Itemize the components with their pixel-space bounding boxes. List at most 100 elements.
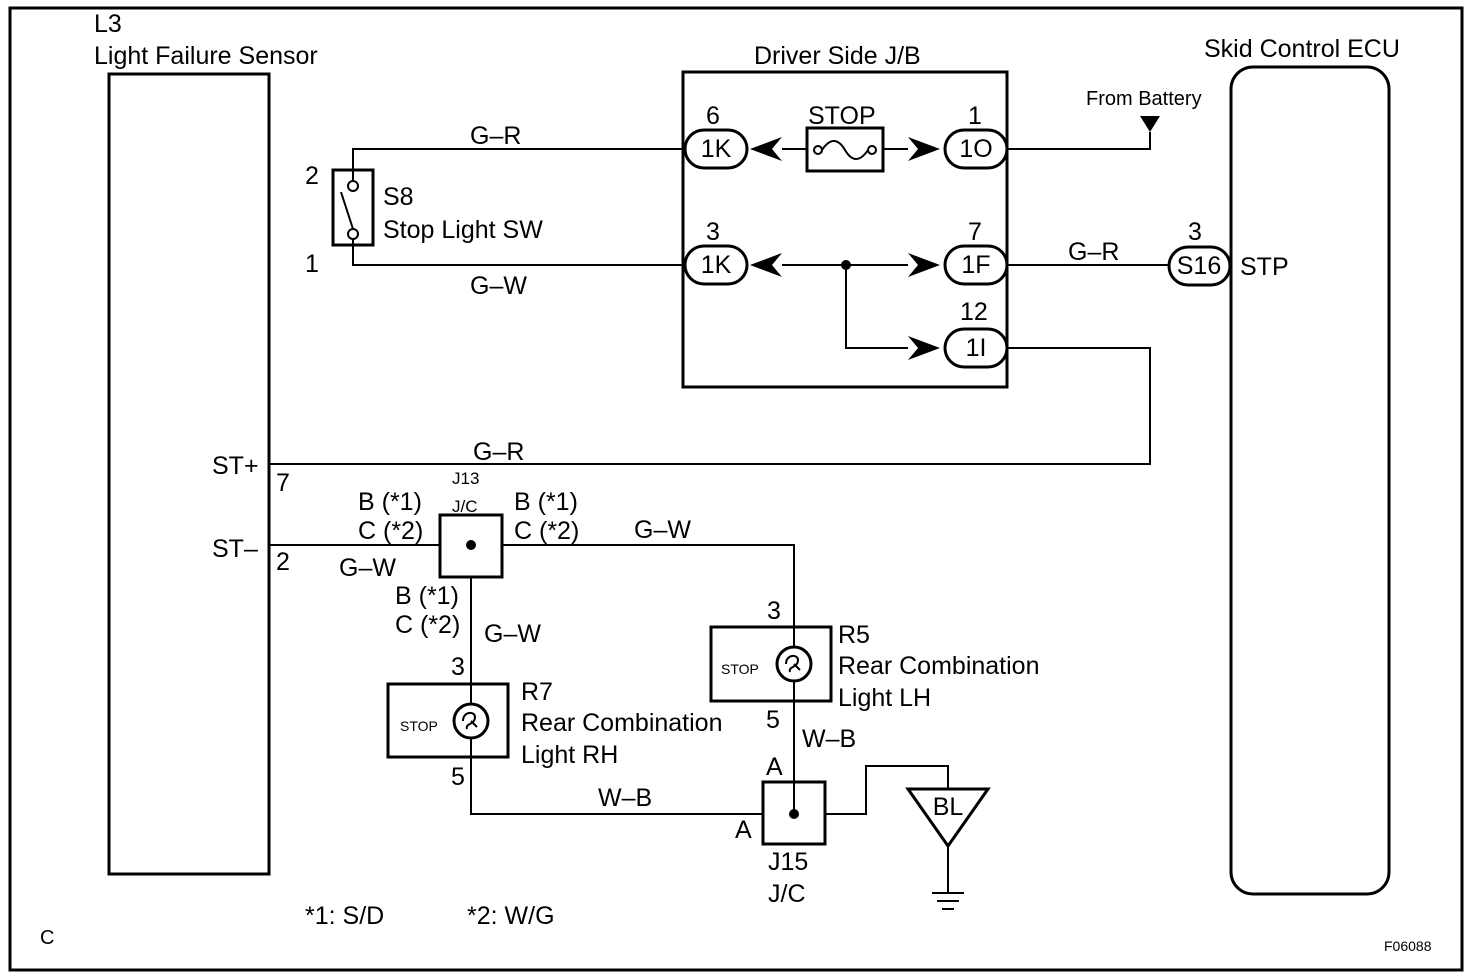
skid-control-ecu: Skid Control ECU S16 3 STP: [1167, 35, 1400, 896]
r5-pin-5: 5: [766, 706, 780, 734]
sensor-pin-st-minus: ST–: [212, 535, 258, 563]
j13-left-b-label: B (*1): [358, 488, 422, 516]
wire-label: G–R: [1068, 238, 1119, 266]
wire-gr-switch-to-jb: [352, 148, 685, 181]
switch-pin-2: 2: [305, 162, 319, 190]
r7-pin-5: 5: [451, 763, 465, 791]
jb-arrow-icon: [750, 137, 782, 161]
light-failure-sensor: L3 Light Failure Sensor ST+ 7 ST– 2: [94, 10, 318, 876]
r7-box: [386, 682, 510, 759]
rear-combination-light-lh: 3 STOP 5 R5 Rear Combination Light LH: [709, 597, 1040, 734]
connector-1o-label: 1O: [959, 135, 992, 163]
wire-gw-switch-to-jb: [352, 239, 685, 266]
wire-gw-j13-to-r5: [502, 544, 795, 648]
jb-title: Driver Side J/B: [754, 42, 921, 70]
connector-s16-label: S16: [1177, 252, 1221, 280]
ground-point-bl: BL: [905, 787, 991, 910]
jb-pin-3: 3: [706, 218, 720, 246]
jb-pin-1: 1: [968, 102, 982, 130]
j15-type: J/C: [768, 880, 806, 908]
wire-to-ground: [825, 765, 949, 815]
fuse-terminal-right: [867, 145, 877, 155]
bulb-filament-icon: [785, 654, 801, 673]
r7-bulb-label: STOP: [400, 718, 438, 734]
j15-junction-connector: A A J15 J/C: [735, 753, 827, 908]
wire-label: G–W: [470, 272, 527, 300]
jb-pin-6: 6: [706, 102, 720, 130]
jb-arrow-icon: [908, 253, 940, 277]
j13-right-b-label: B (*1): [514, 488, 578, 516]
j15-pin-top: A: [766, 753, 783, 781]
corner-letter: C: [40, 927, 54, 949]
r7-name-line2: Light RH: [521, 741, 618, 769]
ecu-pin-3: 3: [1188, 218, 1202, 246]
switch-contact-top: [347, 180, 359, 192]
fuse-terminal-left: [813, 145, 823, 155]
jb-internal-wire: [845, 265, 908, 349]
ecu-pin-stp: STP: [1240, 253, 1289, 281]
connector-1k-upper-label: 1K: [701, 135, 732, 163]
wire-gr-st-plus: [269, 347, 1151, 465]
r5-name-line1: Rear Combination: [838, 652, 1040, 680]
battery-arrow-icon: [1140, 116, 1160, 132]
stop-light-switch: 2 1 S8 Stop Light SW: [305, 162, 543, 278]
switch-code: S8: [383, 183, 414, 211]
r5-name-line2: Light LH: [838, 684, 931, 712]
jb-splice-dot: [841, 260, 851, 270]
r5-pin-3: 3: [767, 597, 781, 625]
jb-arrow-icon: [908, 336, 940, 360]
jb-arrow-icon: [750, 253, 782, 277]
fuse-element-icon: [821, 140, 869, 160]
jb-pin-12: 12: [960, 298, 988, 326]
jb-box: [681, 70, 1009, 389]
ecu-box: [1229, 65, 1391, 896]
footnote-1: *1: S/D: [305, 902, 384, 930]
r7-name-line1: Rear Combination: [521, 709, 723, 737]
footnote-2: *2: W/G: [467, 902, 555, 930]
rear-combination-light-rh: 3 STOP 5 R7 Rear Combination Light RH: [386, 653, 723, 791]
ecu-title: Skid Control ECU: [1204, 35, 1400, 63]
j13-splice-dot: [466, 540, 476, 550]
switch-blade: [340, 191, 354, 230]
switch-pin-1: 1: [305, 250, 319, 278]
diagram-frame: [8, 6, 1464, 972]
wire-label: G–R: [473, 438, 524, 466]
wire-wb-r7-to-j15: [470, 738, 763, 815]
j15-splice-dot: [789, 809, 799, 819]
sensor-name: Light Failure Sensor: [94, 42, 318, 70]
wire-label: G–R: [470, 122, 521, 150]
j13-right-c-label: C (*2): [514, 517, 579, 545]
sensor-code: L3: [94, 10, 122, 38]
wire-label: W–B: [802, 725, 856, 753]
sensor-pin-st-plus: ST+: [212, 452, 259, 480]
j13-bottom-b-label: B (*1): [395, 582, 459, 610]
j15-code: J15: [768, 848, 808, 876]
jb-arrow-icon: [908, 137, 940, 161]
r7-pin-3: 3: [451, 653, 465, 681]
switch-name: Stop Light SW: [383, 216, 543, 244]
wire-label: G–W: [484, 620, 541, 648]
r5-code: R5: [838, 621, 870, 649]
driver-side-junction-block: Driver Side J/B STOP 6 1 3 7 12 1K 1O 1K…: [681, 42, 1009, 389]
switch-contact-bottom: [347, 228, 359, 240]
r5-box: [709, 625, 833, 703]
j13-junction-connector: J13 J/C B (*1) C (*2) B (*1) C (*2) B (*…: [358, 469, 579, 639]
wire-label: G–W: [634, 516, 691, 544]
jb-pin-7: 7: [968, 218, 982, 246]
r5-bulb-label: STOP: [721, 661, 759, 677]
j15-pin-left: A: [735, 816, 752, 844]
j13-type: J/C: [452, 497, 478, 516]
figure-id: F06088: [1384, 938, 1432, 954]
j13-bottom-c-label: C (*2): [395, 611, 460, 639]
sensor-box: [107, 72, 271, 876]
wire-battery-feed: [1007, 132, 1151, 150]
wire-label: G–W: [339, 554, 396, 582]
ground-code: BL: [933, 793, 964, 821]
bulb-filament-icon: [462, 711, 478, 730]
j13-code: J13: [452, 469, 479, 488]
connector-1i-label: 1I: [966, 334, 987, 362]
ground-triangle-icon: [905, 787, 991, 849]
fuse-label: STOP: [808, 102, 876, 130]
sensor-pin-2: 2: [276, 548, 290, 576]
